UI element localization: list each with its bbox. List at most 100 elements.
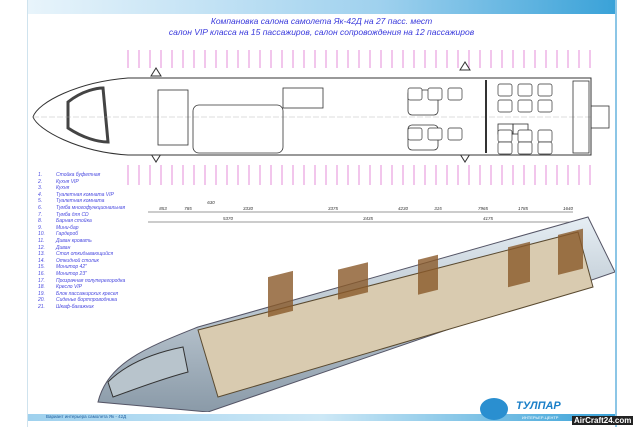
legend-number: 16. [38, 270, 45, 277]
cabin-3d-render [97, 216, 615, 412]
seat [517, 141, 533, 155]
legend-label: Прозрачная полуперегородка [56, 277, 126, 284]
legend-label: Монитор 42" [56, 264, 87, 271]
legend-label: Шкаф-багажник [56, 303, 94, 310]
legend-item: 4. Туалетная комната VIP [38, 192, 125, 199]
legend-item: 19. Блок пассажирских кресел [38, 291, 125, 298]
seat [447, 87, 463, 101]
seat [497, 129, 513, 143]
dimension-label: 3435 [363, 216, 374, 221]
legend-label: Тумба многофункциональная [56, 204, 126, 211]
legend-label: Монитор 23" [56, 270, 87, 277]
legend-number: 3. [38, 185, 43, 192]
seat [497, 83, 513, 97]
legend-label: Тумба для CD [56, 211, 89, 218]
legend-number: 20. [38, 297, 45, 304]
legend-number: 17. [38, 277, 45, 284]
legend-label: Кухня VIP [56, 178, 79, 185]
legend-item: 7. Тумба для CD [38, 212, 125, 219]
dimension-label: 853 [159, 206, 167, 211]
legend-number: 9. [38, 224, 43, 231]
dimension-label: 785 [184, 206, 192, 211]
legend-number: 6. [38, 204, 43, 211]
legend-label: Откидной столик [56, 257, 99, 264]
arrow-up-icon [459, 61, 471, 71]
legend-item: 18.Кресло VIP [38, 284, 125, 291]
seat [427, 87, 443, 101]
legend-number: 10. [38, 231, 45, 238]
seat [407, 87, 423, 101]
legend-label: Сиденье бортпроводника [56, 297, 118, 304]
dimension-label: 3375 [328, 206, 339, 211]
arrow-up-icon [150, 67, 162, 77]
brand-name: ТУЛПАР [516, 400, 561, 412]
dimension-label: 1785 [518, 206, 529, 211]
legend-label: Стойка буфетная [56, 172, 101, 178]
legend-item: 2. Кухня VIP [38, 179, 125, 186]
legend-number: 5. [38, 198, 43, 205]
legend-item: 14. Откидной столик [38, 258, 125, 265]
legend-item: 6. Тумба многофункциональная [38, 205, 125, 212]
legend-label: Блок пассажирских кресел [56, 290, 119, 297]
legend-label: Стол откидывающийся [56, 251, 114, 258]
seat [537, 83, 553, 97]
legend-item: 13. Стол откидывающийся [38, 251, 125, 258]
legend-number: 4. [38, 191, 43, 198]
seat [517, 83, 533, 97]
top-header-bar [28, 0, 615, 14]
legend-item: 10.Гардероб [38, 231, 125, 238]
watermark: AirCraft24.com [572, 416, 634, 425]
legend-list: 1. Стойка буфетная 2. Кухня VIP 3. Кухня 4. Туа… [38, 172, 125, 310]
seat [427, 127, 443, 141]
legend-number: 7. [38, 211, 43, 218]
dimension-label: 315 [434, 206, 442, 211]
tulpar-logo-icon [480, 398, 508, 420]
legend-number: 2. [38, 178, 43, 185]
legend-number: 21. [38, 303, 45, 310]
legend-item: 12. Диван [38, 245, 125, 252]
legend-number: 13. [38, 251, 45, 258]
footer-bar [28, 414, 615, 421]
legend-number: 15. [38, 264, 45, 271]
legend-number: 11. [38, 237, 45, 244]
legend-label: Туалетная комната [56, 198, 105, 205]
legend-label: Барная стойка [56, 218, 92, 225]
legend-label: Диван [56, 244, 71, 251]
legend-item: 5. Туалетная комната [38, 198, 125, 205]
legend-number: 1. [38, 172, 43, 178]
cabin-interior [197, 231, 594, 398]
seat [517, 129, 533, 143]
legend-item: 21. Шкаф-багажник [38, 304, 125, 311]
seat [537, 99, 553, 113]
legend-item: 1. Стойка буфетная [38, 172, 125, 179]
legend-item: 8. Барная стойка [38, 218, 125, 225]
legend-label: Кухня [56, 185, 70, 192]
seat [447, 127, 463, 141]
seat [517, 99, 533, 113]
title-line-2: салон VIP класса на 15 пассажиров, салон… [168, 27, 475, 37]
legend-label: Туалетная комната VIP [56, 191, 114, 198]
legend-number: 19. [38, 290, 45, 297]
legend-number: 8. [38, 218, 43, 225]
dimension-label: 5370 [223, 216, 234, 221]
seat [497, 99, 513, 113]
legend-label: Кресло VIP [56, 284, 83, 291]
seat [537, 129, 553, 143]
legend-label: Диван кровать [56, 237, 92, 244]
legend-item: 16. Монитор 23" [38, 271, 125, 278]
legend-number: 14. [38, 257, 45, 264]
dimension-label: 4175 [483, 216, 494, 221]
seat [497, 141, 513, 155]
legend-number: 12. [38, 244, 45, 251]
cabin-floor-plan: 853 785 630 3330 5370 3375 3435 4230 315… [32, 50, 610, 223]
legend-item: 20. Сиденье бортпроводника [38, 297, 125, 304]
title-line-1: Компановка салона самолета Як-42Д на 27 … [210, 16, 433, 26]
drawing-sheet: Компановка салона самолета Як-42Д на 27 … [27, 0, 617, 427]
legend-item: 3. Кухня [38, 185, 125, 192]
dimension-label: 1640 [563, 206, 574, 211]
legend-item: 11. Диван кровать [38, 238, 125, 245]
legend-item: 9.Мини-бар [38, 225, 125, 232]
footer-caption: Вариант интерьера самолета Як - 42Д [46, 414, 127, 419]
brand-subtitle: ИНТЕРЬЕР-ЦЕНТР [522, 415, 559, 420]
dimension-label: 4230 [398, 206, 409, 211]
